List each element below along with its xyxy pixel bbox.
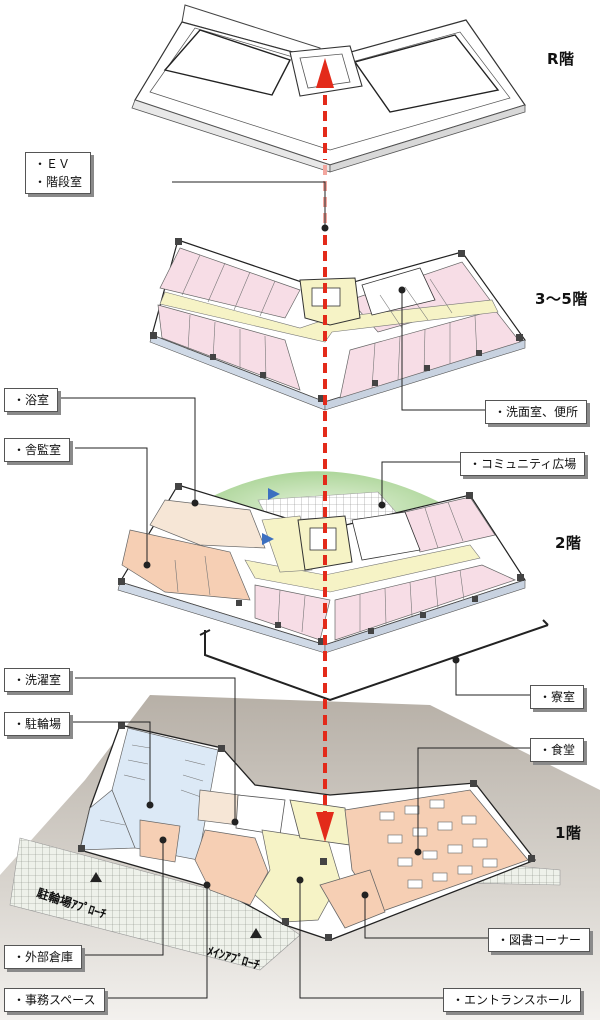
floor-label-2: 2階 <box>555 534 582 552</box>
floor-label-1: 1階 <box>555 824 582 842</box>
callout-dormitory: ・寮室 <box>530 685 585 709</box>
approach-marker-icon <box>90 872 102 882</box>
floor-label-roof: R階 <box>547 50 575 68</box>
callout-library-corner: ・図書コーナー <box>488 928 591 952</box>
callout-community-plaza: ・コミュニティ広場 <box>460 452 586 476</box>
leader-lines <box>57 181 530 999</box>
callout-bath: ・浴室 <box>4 388 59 412</box>
callout-stair-label: ・階段室 <box>34 175 83 189</box>
direction-arrow-icon <box>262 533 274 545</box>
callout-supervisor-room: ・舎監室 <box>4 438 71 462</box>
arrow-up-icon <box>316 58 334 88</box>
floor-label-3-5: 3～5階 <box>535 290 588 308</box>
callout-ev-label: ・ＥＶ <box>34 157 71 171</box>
callout-bicycle-parking: ・駐輪場 <box>4 712 71 736</box>
dormitory-bracket <box>204 624 549 702</box>
callout-entrance-hall: ・エントランスホール <box>443 988 581 1012</box>
second-floor-plan <box>117 471 526 654</box>
upper-floors-plan <box>149 238 526 411</box>
callout-outdoor-storage: ・外部倉庫 <box>4 945 83 969</box>
arrow-down-icon <box>316 812 334 842</box>
callout-office-space: ・事務スペース <box>4 988 105 1012</box>
roof-floor-plan <box>131 4 526 173</box>
callout-washroom-toilet: ・洗面室、便所 <box>485 400 588 424</box>
approach-marker-icon <box>250 928 262 938</box>
callout-laundry: ・洗濯室 <box>4 668 71 692</box>
callout-dining-hall: ・食堂 <box>530 738 585 762</box>
direction-arrow-icon <box>268 488 280 500</box>
callout-ev-stair: ・ＥＶ ・階段室 <box>25 152 92 194</box>
